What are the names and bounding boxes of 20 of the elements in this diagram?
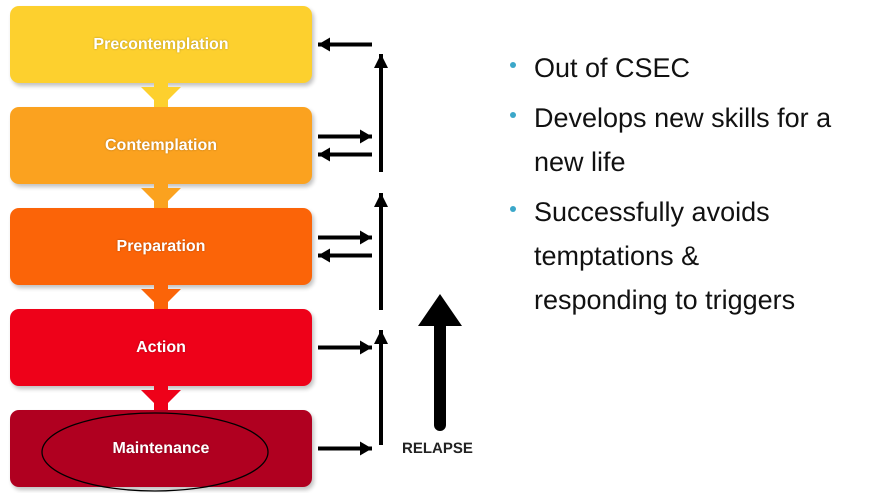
bullet-text: Out of CSEC (534, 52, 690, 85)
arrow (141, 285, 181, 309)
arrow (318, 248, 372, 262)
stage-box: Action (10, 309, 312, 386)
stage-box: Contemplation (10, 107, 312, 184)
stage-box: Maintenance (10, 410, 312, 487)
stage-box: Precontemplation (10, 6, 312, 83)
arrow (318, 442, 372, 456)
arrow (141, 184, 181, 208)
arrow (141, 83, 181, 107)
arrow (318, 148, 372, 162)
bullet-text: Develops new skills for a new life (534, 102, 832, 179)
stage-box: Preparation (10, 208, 312, 285)
arrow (141, 386, 181, 410)
arrow (318, 130, 372, 144)
relapse-label: RELAPSE (402, 440, 473, 457)
arrow (318, 38, 372, 52)
arrow (318, 230, 372, 244)
arrow (318, 340, 372, 354)
bullet-text: Successfully avoids temptations & responding to triggers (534, 196, 796, 317)
